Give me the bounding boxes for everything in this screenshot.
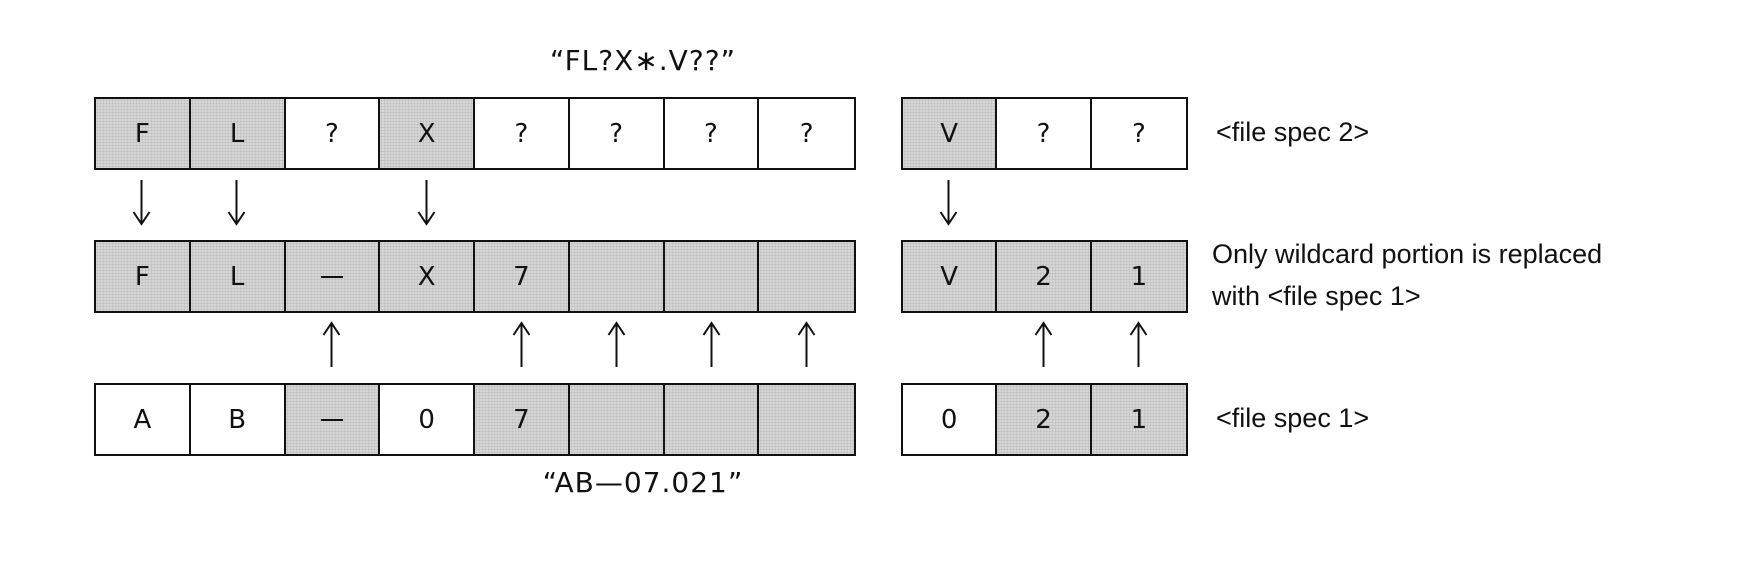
spec2-ext-cell: ? — [997, 99, 1092, 168]
result-name-cell: X — [380, 242, 475, 311]
down-arrow-icon — [227, 180, 246, 226]
file-spec-2-name-row: F L ? X ? ? ? ? — [94, 97, 856, 170]
spec2-name-cell: ? — [664, 99, 760, 168]
result-name-cell: F — [96, 242, 191, 311]
up-arrow-icon — [607, 321, 626, 367]
up-arrow-icon — [797, 321, 816, 367]
spec2-ext-cell: V — [903, 99, 998, 168]
up-arrow-icon — [1129, 321, 1148, 367]
file-spec-2-label: <file spec 2> — [1216, 117, 1370, 147]
file-spec-1-name-row: A B 0 7 — [94, 383, 856, 456]
result-ext-cell: 2 — [997, 242, 1092, 311]
file-spec-1-ext-row: 0 2 1 — [901, 383, 1188, 456]
result-name-cell — [664, 242, 760, 311]
spec1-name-cell: 0 — [380, 385, 475, 454]
spec2-name-cell: ? — [569, 99, 665, 168]
up-arrow-icon — [322, 321, 341, 367]
result-name-cell — [759, 242, 854, 311]
result-ext-row: V 2 1 — [901, 240, 1188, 313]
spec1-name-cell: B — [190, 385, 286, 454]
spec1-ext-cell: 2 — [997, 385, 1092, 454]
result-name-cell — [569, 242, 665, 311]
spec1-name-cell: A — [96, 385, 191, 454]
dash-glyph — [320, 275, 343, 278]
result-name-row: F L X 7 — [94, 240, 856, 313]
spec1-ext-cell: 1 — [1091, 385, 1187, 454]
result-name-cell: L — [190, 242, 286, 311]
dash-glyph — [320, 418, 343, 421]
spec1-ext-cell: 0 — [903, 385, 998, 454]
result-ext-cell: 1 — [1091, 242, 1187, 311]
up-arrow-icon — [702, 321, 721, 367]
down-arrow-icon — [132, 180, 151, 226]
spec2-name-cell: F — [96, 99, 191, 168]
result-label-line-1: Only wildcard portion is replaced — [1212, 239, 1603, 269]
down-arrow-icon — [417, 180, 436, 226]
up-arrow-icon — [512, 321, 531, 367]
spec2-name-cell: ? — [475, 99, 570, 168]
spec1-name-cell — [664, 385, 760, 454]
spec2-name-cell: L — [190, 99, 286, 168]
up-arrow-icon — [1034, 321, 1053, 367]
spec1-name-cell — [569, 385, 665, 454]
result-name-cell — [285, 242, 381, 311]
down-arrow-icon — [939, 180, 958, 226]
spec1-name-cell — [285, 385, 381, 454]
result-ext-cell: V — [903, 242, 998, 311]
file-spec-2-string: “FL?X∗.V??” — [549, 44, 737, 77]
file-spec-1-label: <file spec 1> — [1216, 403, 1370, 433]
result-name-cell: 7 — [475, 242, 570, 311]
spec2-name-cell: X — [380, 99, 475, 168]
spec1-name-cell: 7 — [475, 385, 570, 454]
file-spec-1-string: “AB—07.021” — [542, 466, 744, 499]
result-label-line-2: with <file spec 1> — [1212, 281, 1421, 311]
file-spec-2-ext-row: V ? ? — [901, 97, 1188, 170]
spec1-name-cell — [759, 385, 854, 454]
spec2-name-cell: ? — [759, 99, 854, 168]
spec2-ext-cell: ? — [1091, 99, 1187, 168]
spec2-name-cell: ? — [285, 99, 381, 168]
